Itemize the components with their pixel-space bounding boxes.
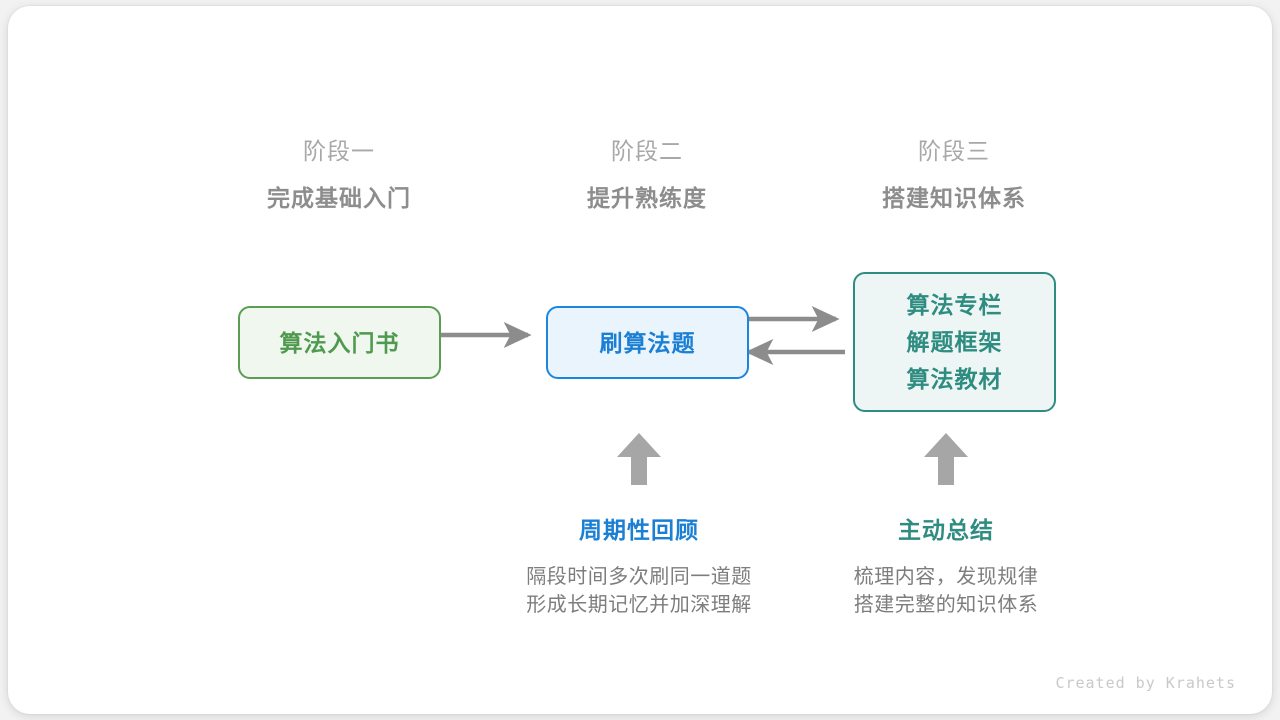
stage-title: 提升熟练度 bbox=[587, 185, 707, 211]
annotation-description-line: 梳理内容，发现规律 bbox=[853, 566, 1039, 588]
node-knowledge-system[interactable]: 算法专栏 解题框架 算法教材 bbox=[853, 272, 1056, 412]
stage-header-3: 阶段三 搭建知识体系 bbox=[824, 136, 1084, 213]
stage-title: 搭建知识体系 bbox=[882, 185, 1026, 211]
stage-title: 完成基础入门 bbox=[267, 185, 411, 211]
node-line: 解题框架 bbox=[906, 328, 1003, 355]
stage-header-1: 阶段一 完成基础入门 bbox=[209, 136, 469, 213]
connector-layer bbox=[433, 305, 968, 485]
node-practice-problems[interactable]: 刷算法题 bbox=[546, 306, 749, 379]
node-algorithm-intro-book[interactable]: 算法入门书 bbox=[238, 306, 441, 379]
node-line: 算法教材 bbox=[906, 365, 1003, 392]
stage-index-label: 阶段三 bbox=[918, 138, 990, 164]
annotation-description-line: 搭建完整的知识体系 bbox=[853, 594, 1039, 616]
node-line: 算法入门书 bbox=[279, 329, 400, 356]
node-line: 刷算法题 bbox=[599, 329, 696, 356]
footer-credit: Created by Krahets bbox=[1055, 674, 1236, 692]
annotation-periodic-review: 周期性回顾 隔段时间多次刷同一道题 形成长期记忆并加深理解 bbox=[474, 515, 804, 619]
diagram-canvas: 阶段一 完成基础入门 阶段二 提升熟练度 阶段三 搭建知识体系 bbox=[8, 6, 1272, 714]
annotation-active-summary: 主动总结 梳理内容，发现规律 搭建完整的知识体系 bbox=[781, 515, 1111, 619]
annotation-description-line: 形成长期记忆并加深理解 bbox=[526, 594, 752, 616]
stage-index-label: 阶段一 bbox=[303, 138, 375, 164]
annotation-description-line: 隔段时间多次刷同一道题 bbox=[526, 566, 752, 588]
annotation-title: 主动总结 bbox=[898, 517, 994, 543]
stage-header-2: 阶段二 提升熟练度 bbox=[517, 136, 777, 213]
annotation-description: 隔段时间多次刷同一道题 形成长期记忆并加深理解 bbox=[474, 563, 804, 619]
arrow-review-up bbox=[617, 433, 661, 485]
annotation-title: 周期性回顾 bbox=[579, 517, 699, 543]
node-line: 算法专栏 bbox=[906, 291, 1003, 318]
arrow-summary-up bbox=[924, 433, 968, 485]
stage-index-label: 阶段二 bbox=[611, 138, 683, 164]
annotation-description: 梳理内容，发现规律 搭建完整的知识体系 bbox=[781, 563, 1111, 619]
